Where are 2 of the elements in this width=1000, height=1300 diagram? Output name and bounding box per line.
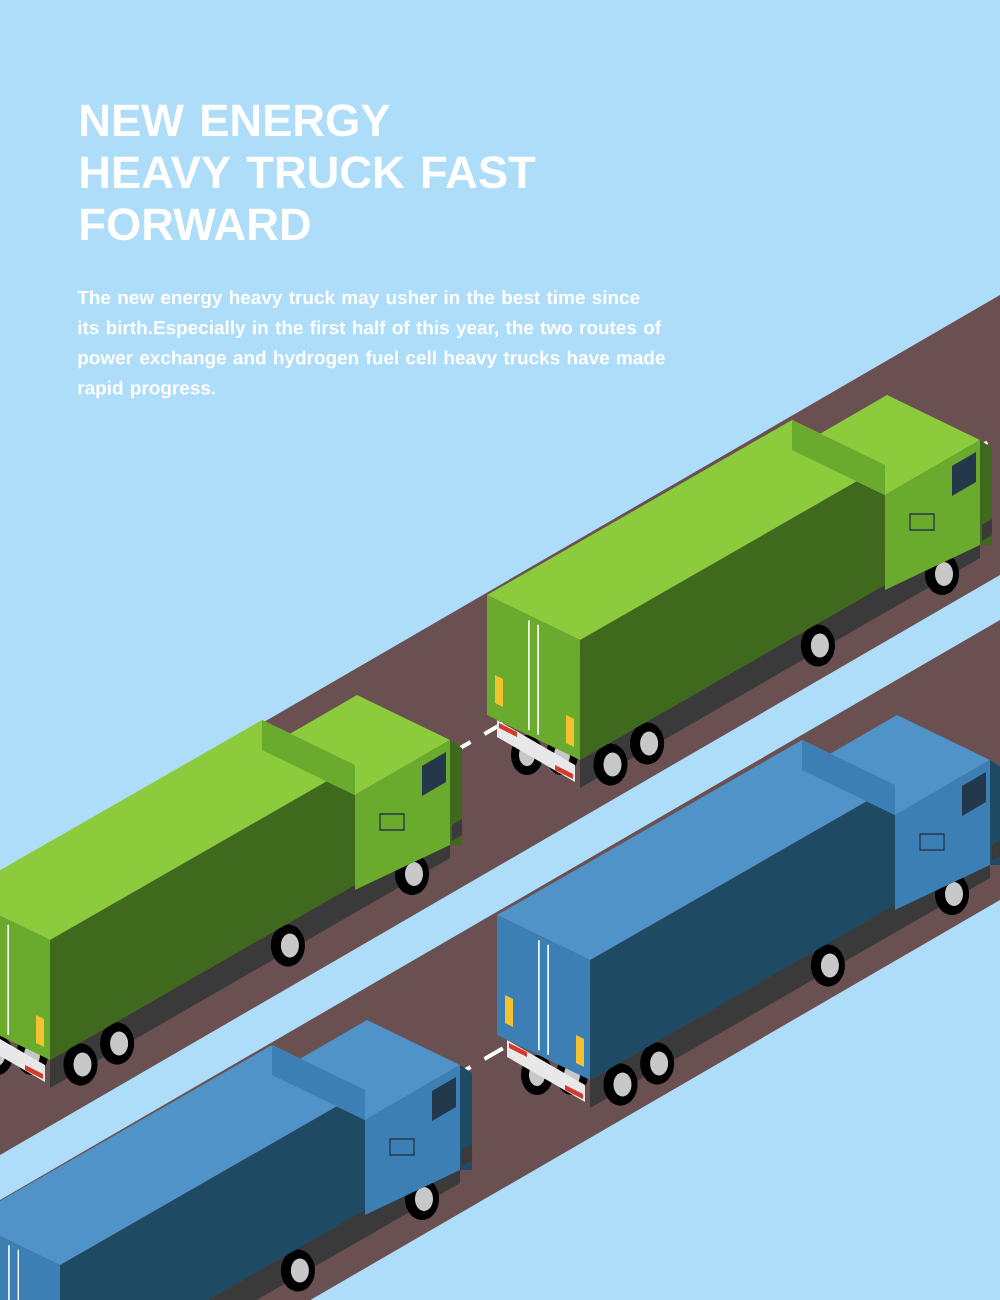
title: NEW ENERGY HEAVY TRUCK FAST FORWARD [81,104,536,241]
paragraph: The new energy heavy truck may usher in the best time since its birth.Especially in the first half of this year, the two routes of power exchange and hydrogen fuel cell heavy trucks have made rapid progress. [77,290,665,399]
